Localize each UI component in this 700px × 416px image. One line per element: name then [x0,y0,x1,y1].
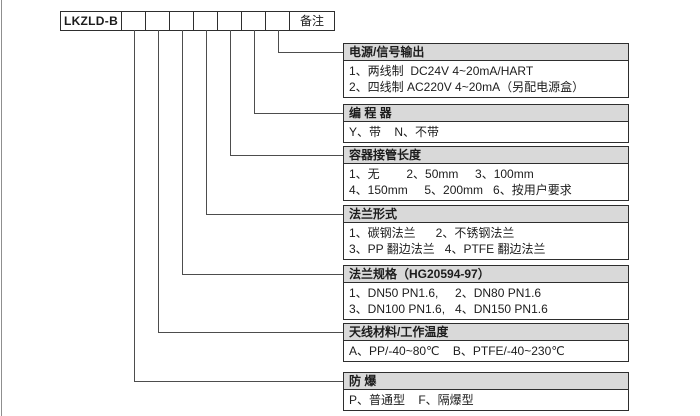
connector-line-vertical [278,30,279,53]
section-title: 法兰规格（HG20594-97） [349,267,490,281]
section-header: 法兰规格（HG20594-97） [343,265,629,283]
connector-line-vertical [158,30,159,333]
connector-line-vertical [182,30,183,275]
section-title: 防 爆 [349,374,377,388]
section-body: 1、两线制 DC24V 4~20mA/HART 2、四线制 AC220V 4~2… [343,60,629,98]
section-header: 编 程 器 [343,104,629,122]
code-box [241,11,266,31]
section-title: 天线材料/工作温度 [349,325,449,339]
code-box [217,11,242,31]
code-box [121,11,146,31]
connector-line-vertical [254,30,255,114]
model-section: 法兰规格（HG20594-97） 1、DN50 PN1.6, 2、DN80 PN… [343,265,629,320]
code-box [193,11,218,31]
model-code-row: LKZLD-B 备注 [60,11,335,31]
model-section: 法兰形式 1、碳钢法兰 2、不锈钢法兰 3、PP 翻边法兰 4、PTFE 翻边法… [343,205,629,260]
connector-line-horizontal [254,113,343,114]
connector-line-horizontal [206,214,343,215]
connector-line-horizontal [230,155,343,156]
section-title: 容器接管长度 [349,148,422,162]
connector-line-vertical [230,30,231,156]
section-title: 法兰形式 [349,207,398,221]
code-box [169,11,194,31]
connector-line-horizontal [278,52,343,53]
code-box [265,11,290,31]
remark-box: 备注 [289,11,335,31]
connector-line-vertical [134,30,135,382]
section-header: 电源/信号输出 [343,43,629,61]
connector-line-horizontal [158,332,343,333]
model-section: 编 程 器 Y、带 N、不带 [343,104,629,143]
model-section: 容器接管长度 1、无 2、50mm 3、100mm 4、150mm 5、200m… [343,146,629,201]
connector-line-horizontal [134,381,343,382]
section-header: 法兰形式 [343,205,629,223]
section-title: 电源/信号输出 [349,45,425,59]
model-label-box: LKZLD-B [60,11,122,31]
section-body: 1、无 2、50mm 3、100mm 4、150mm 5、200mm 6、按用户… [343,163,629,201]
code-box [145,11,170,31]
section-body: 1、碳钢法兰 2、不锈钢法兰 3、PP 翻边法兰 4、PTFE 翻边法兰 [343,222,629,260]
section-body: P、普通型 F、隔爆型 [343,389,629,411]
section-body: 1、DN50 PN1.6, 2、DN80 PN1.6 3、DN100 PN1.6… [343,282,629,320]
model-section: 电源/信号输出 1、两线制 DC24V 4~20mA/HART 2、四线制 AC… [343,43,629,98]
section-header: 防 爆 [343,372,629,390]
section-title: 编 程 器 [349,106,392,120]
section-header: 天线材料/工作温度 [343,323,629,341]
connector-line-vertical [206,30,207,215]
model-section: 防 爆 P、普通型 F、隔爆型 [343,372,629,411]
section-body: A、PP/-40~80℃ B、PTFE/-40~230℃ [343,340,629,362]
connector-line-horizontal [182,274,343,275]
model-section: 天线材料/工作温度 A、PP/-40~80℃ B、PTFE/-40~230℃ [343,323,629,362]
section-header: 容器接管长度 [343,146,629,164]
section-body: Y、带 N、不带 [343,121,629,143]
page-left-border [1,0,2,416]
